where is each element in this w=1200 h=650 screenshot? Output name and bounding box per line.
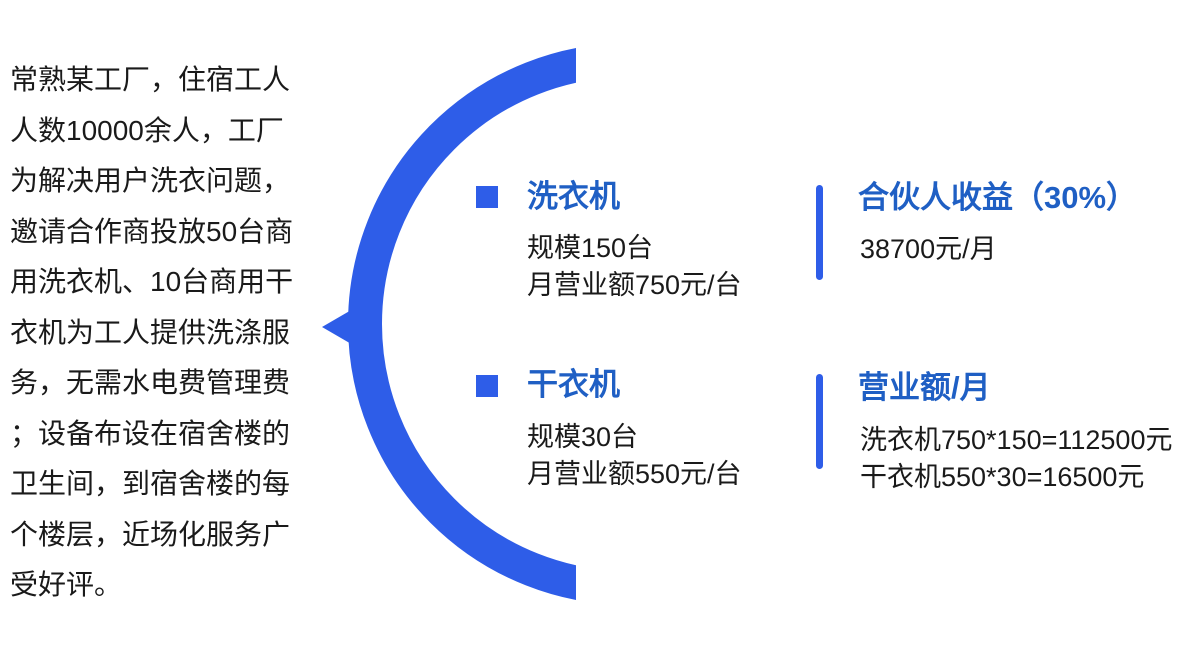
product-title-dryer: 干衣机 [527,367,620,402]
intro-line: 衣机为工人提供洗涤服 [10,316,291,348]
intro-line: 邀请合作商投放50台商 [10,215,294,247]
summary-title-monthly-revenue: 营业额/月 [858,370,991,405]
summary-details-monthly-revenue: 洗衣机750*150=112500元 干衣机550*30=16500元 [860,422,1172,496]
summary-details-partner-income: 38700元/月 [860,231,997,268]
summary-title-partner-income: 合伙人收益（30%） [858,180,1138,215]
product-monthly-revenue: 月营业额550元/台 [527,458,742,489]
summary-value: 洗衣机750*150=112500元 [860,424,1173,455]
intro-line: 个楼层，近场化服务广 [10,518,291,550]
product-title-washer: 洗衣机 [527,179,620,214]
product-scale: 规模30台 [527,421,639,452]
product-details-dryer: 规模30台 月营业额550元/台 [527,419,742,493]
product-details-washer: 规模150台 月营业额750元/台 [527,230,742,304]
arc-pointer [322,309,353,345]
summary-value: 干衣机550*30=16500元 [860,461,1145,492]
intro-paragraph: 常熟某工厂，住宿工人 人数10000余人，工厂 为解决用户洗衣问题， 邀请合作商… [10,55,310,611]
arc-bracket [348,48,576,600]
summary-value: 38700元/月 [860,233,997,264]
square-bullet-icon [476,375,498,397]
square-bullet-icon [476,186,498,208]
intro-line: 人数10000余人，工厂 [10,114,284,146]
intro-line: ；设备布设在宿舍楼的 [10,417,291,449]
product-scale: 规模150台 [527,232,654,263]
intro-line: 用洗衣机、10台商用干 [10,266,294,297]
product-monthly-revenue: 月营业额750元/台 [527,269,742,300]
intro-line: 务，无需水电费管理费 [10,367,291,398]
accent-bar-divider [816,374,823,469]
intro-line: 受好评。 [10,569,123,600]
intro-line: 常熟某工厂，住宿工人 [10,64,291,95]
intro-line: 为解决用户洗衣问题， [10,165,291,196]
intro-line: 卫生间，到宿舍楼的每 [10,468,291,499]
accent-bar-divider [816,185,823,280]
